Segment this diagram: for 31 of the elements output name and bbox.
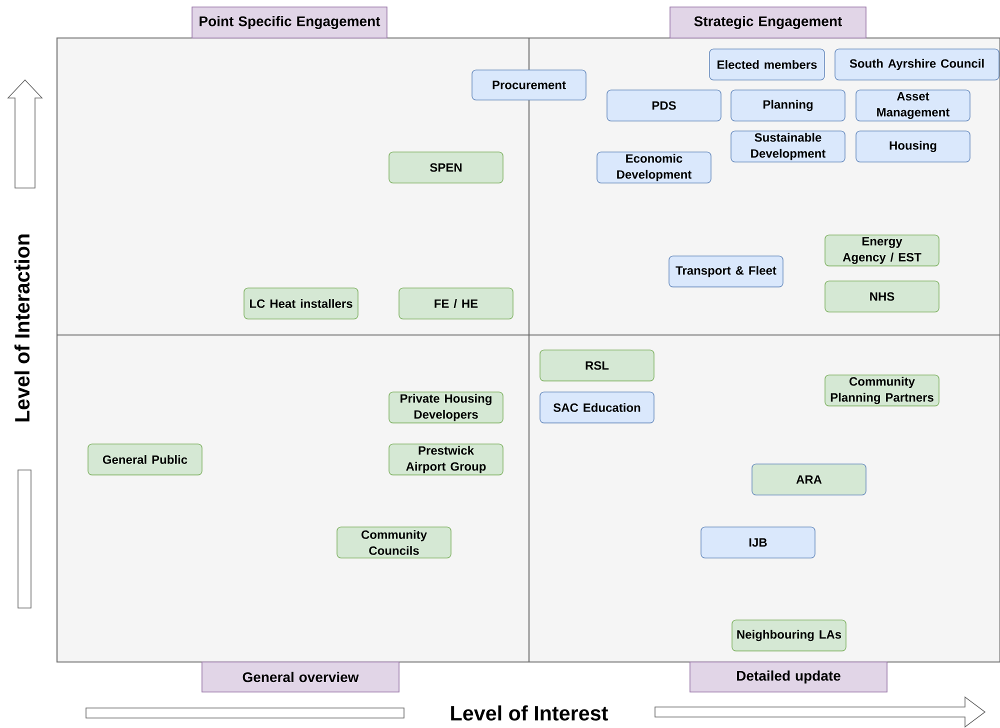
- stakeholder-box: Private Housing Developers: [388, 392, 504, 424]
- stakeholder-box: Sustainable Development: [730, 130, 846, 162]
- stakeholder-box: Procurement: [472, 70, 586, 100]
- stakeholder-box: RSL: [540, 350, 654, 382]
- stakeholder-box: South Ayrshire Council: [834, 48, 1000, 80]
- stakeholder-box: PDS: [606, 90, 722, 122]
- quadrant-tab: General overview: [202, 662, 400, 692]
- stakeholder-box: Housing: [856, 130, 970, 162]
- stakeholder-box: SPEN: [388, 152, 504, 184]
- axis-label: Level of Interaction: [14, 234, 30, 422]
- stakeholder-box: General Public: [88, 444, 202, 476]
- stakeholder-box: Prestwick Airport Group: [388, 444, 504, 476]
- stakeholder-box: IJB: [700, 526, 816, 558]
- stakeholder-box: SAC Education: [540, 392, 654, 424]
- stakeholder-box: Community Councils: [336, 526, 452, 558]
- stakeholder-box: ARA: [752, 464, 866, 496]
- stakeholder-box: LC Heat installers: [244, 288, 358, 320]
- stakeholder-box: Transport & Fleet: [668, 256, 784, 288]
- stakeholder-box: FE / HE: [398, 288, 514, 320]
- stakeholder-box: Energy Agency / EST: [824, 234, 940, 266]
- stakeholder-box: NHS: [824, 280, 940, 312]
- quadrant-tab: Detailed update: [690, 662, 888, 692]
- stakeholder-box: Economic Development: [596, 152, 712, 184]
- quadrant-tab: Point Specific Engagement: [192, 6, 388, 38]
- stakeholder-box: Neighbouring LAs: [732, 620, 846, 652]
- axis-label: Level of Interest: [451, 705, 608, 721]
- stakeholder-box: Community Planning Partners: [824, 374, 940, 406]
- quadrant-tab: Strategic Engagement: [670, 6, 866, 38]
- stakeholder-box: Planning: [730, 90, 846, 122]
- stakeholder-box: Asset Management: [856, 90, 970, 122]
- stakeholder-box: Elected members: [709, 48, 825, 80]
